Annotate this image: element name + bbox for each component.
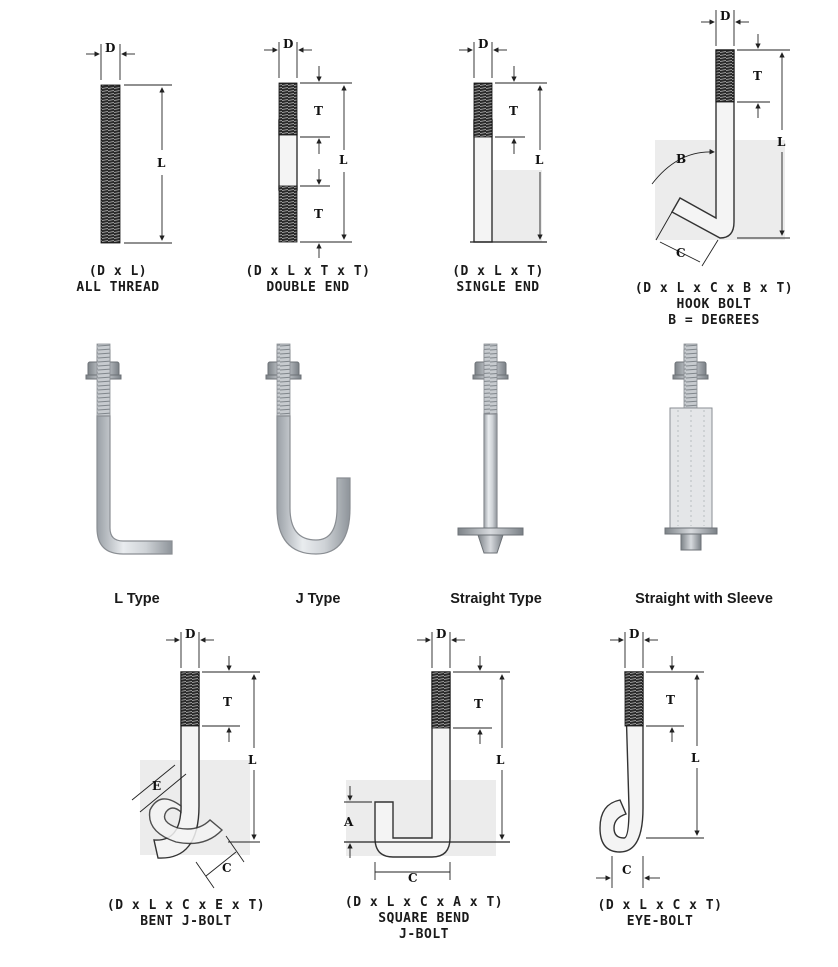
svg-text:D: D — [629, 627, 639, 641]
dim-b-label: B — [676, 152, 686, 166]
svg-text:C: C — [622, 863, 632, 877]
svg-text:D: D — [478, 37, 488, 51]
svg-text:D: D — [720, 9, 730, 23]
drawing-square-bend-j-bolt: D T L A C — [343, 627, 510, 885]
svg-text:T: T — [314, 207, 323, 221]
dim-l-label: L — [157, 156, 166, 170]
svg-text:L: L — [248, 753, 257, 767]
formula-all-thread: (D x L) — [88, 264, 148, 279]
svg-text:L: L — [496, 753, 505, 767]
label-j-type: J Type — [295, 591, 341, 607]
name-square-bend-line2: J-BOLT — [399, 927, 449, 942]
caption-single-end: (D x L x T) SINGLE END — [428, 264, 568, 296]
caption-square-bend-j-bolt: (D x L x C x A x T) SQUARE BEND J-BOLT — [334, 895, 514, 943]
svg-text:C: C — [408, 871, 418, 885]
drawing-single-end: D T L — [459, 37, 547, 243]
drawing-hook-bolt: D T L B C — [651, 9, 790, 267]
label-l-type: L Type — [114, 591, 160, 607]
thread-top — [180, 671, 200, 727]
formula-square-bend-j-bolt: (D x L x C x A x T) — [344, 895, 504, 910]
drawing-eye-bolt: D T L C — [596, 627, 704, 888]
svg-text:A: A — [343, 815, 354, 829]
thread-top — [431, 671, 451, 729]
svg-text:T: T — [474, 697, 483, 711]
svg-text:L: L — [691, 751, 700, 765]
photo-l-type — [85, 343, 173, 555]
svg-text:L: L — [339, 153, 348, 167]
name-eye-bolt: EYE-BOLT — [626, 914, 694, 929]
drawing-double-end: D T T L — [264, 37, 352, 258]
photo-j-type — [265, 343, 351, 555]
dim-d-label: D — [105, 41, 115, 55]
sleeve — [669, 407, 713, 529]
name-bent-j-bolt: BENT J-BOLT — [140, 914, 232, 929]
svg-text:T: T — [509, 104, 518, 118]
plate-washer — [457, 527, 524, 536]
photo-straight-with-sleeve — [664, 343, 718, 551]
label-straight-type: Straight Type — [450, 591, 542, 607]
caption-double-end: (D x L x T x T) DOUBLE END — [228, 264, 388, 296]
svg-text:T: T — [314, 104, 323, 118]
svg-text:D: D — [283, 37, 293, 51]
svg-text:T: T — [666, 693, 675, 707]
drawing-all-thread: D L — [86, 41, 172, 244]
svg-text:T: T — [223, 695, 232, 709]
thread-top — [715, 49, 735, 103]
caption-eye-bolt: (D x L x C x T) EYE-BOLT — [580, 898, 740, 930]
name-single-end: SINGLE END — [456, 280, 540, 295]
formula-bent-j-bolt: (D x L x C x E x T) — [106, 898, 266, 913]
thread-section — [100, 84, 121, 244]
caption-all-thread: (D x L) ALL THREAD — [58, 264, 178, 296]
svg-text:T: T — [753, 69, 762, 83]
formula-single-end: (D x L x T) — [452, 264, 544, 279]
svg-text:C: C — [222, 861, 232, 875]
drawing-bent-j-bolt: D T L E C — [131, 627, 260, 889]
thread-top — [624, 671, 644, 727]
photo-straight-type — [457, 343, 524, 554]
svg-text:D: D — [185, 627, 195, 641]
svg-text:D: D — [436, 627, 446, 641]
svg-text:C: C — [676, 246, 686, 260]
thread-top — [473, 82, 493, 138]
note-hook-bolt: B = DEGREES — [668, 313, 760, 328]
svg-text:L: L — [535, 153, 544, 167]
caption-hook-bolt: (D x L x C x B x T) HOOK BOLT B = DEGREE… — [624, 281, 804, 329]
formula-hook-bolt: (D x L x C x B x T) — [634, 281, 794, 296]
name-all-thread: ALL THREAD — [76, 280, 160, 295]
thread-bottom — [278, 185, 298, 243]
name-double-end: DOUBLE END — [266, 280, 350, 295]
thread-top — [278, 82, 298, 136]
caption-bent-j-bolt: (D x L x C x E x T) BENT J-BOLT — [96, 898, 276, 930]
formula-eye-bolt: (D x L x C x T) — [597, 898, 723, 913]
svg-text:E: E — [152, 779, 161, 793]
label-straight-with-sleeve: Straight with Sleeve — [635, 591, 773, 607]
name-hook-bolt: HOOK BOLT — [676, 297, 752, 312]
svg-text:L: L — [777, 135, 786, 149]
formula-double-end: (D x L x T x T) — [245, 264, 371, 279]
name-square-bend-line1: SQUARE BEND — [378, 911, 470, 926]
